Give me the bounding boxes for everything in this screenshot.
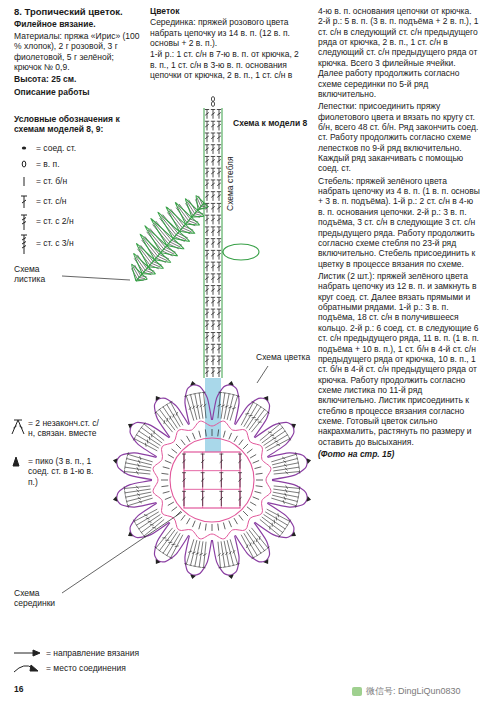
section-heading: Описание работы (14, 87, 142, 97)
photo-reference: (Фото на стр. 15) (318, 449, 480, 459)
watermark-icon (352, 687, 362, 696)
leaf-loop (223, 244, 259, 260)
center-ring (170, 438, 254, 522)
center-stitches (182, 454, 242, 506)
chart (62, 97, 311, 593)
legend-text: = 2 незаконч.ст. с/н, связан. вместе (28, 418, 102, 439)
instruction-text: Лепестки: присоединить пряжу фиолетового… (318, 101, 480, 174)
instruction-text: Листик (2 шт.): пряжей зелёного цвета на… (318, 271, 480, 447)
stem-stitches (205, 110, 221, 378)
leaf-stitches (131, 196, 207, 281)
section-heading: Цветок (150, 6, 308, 16)
legend-text: = в. п. (36, 159, 131, 169)
legend-text: = пико (3 в. п., 1 соед. ст. в 1-ю в. п.… (28, 456, 102, 487)
leaf-outline (136, 203, 208, 281)
legend-text: = место соединения (46, 663, 156, 673)
legend-text: = ст. б/н (36, 176, 131, 186)
leader-line (62, 276, 130, 280)
height-text: Высота: 25 см. (14, 74, 142, 84)
chart-title: Схема к модели 8 (232, 118, 308, 128)
leaf-joint (222, 251, 223, 252)
legend-heading: Условные обозначения к схемам моделей 8,… (14, 114, 126, 135)
pink-scallops (153, 421, 271, 539)
arrow-head (33, 650, 40, 656)
chain-stitch (211, 102, 214, 107)
leader-line (257, 366, 268, 383)
slip-stitch-symbol (22, 146, 26, 149)
page-number: 16 (14, 684, 23, 694)
instruction-text: Серединка: пряжей розового цвета набрать… (150, 17, 308, 48)
picot-marks (113, 381, 311, 579)
watermark: 微信号: DingLiQun0830 (366, 686, 461, 697)
treble-symbol (21, 215, 27, 230)
legend-text: = соед. ст. (36, 143, 131, 153)
legend-text: = ст. с 2/н (36, 216, 131, 226)
chain-symbol (22, 161, 26, 167)
chain-stitch (211, 97, 214, 102)
petal-stitches (124, 392, 300, 568)
double-treble-symbol (21, 235, 27, 254)
single-crochet-symbol (24, 177, 25, 186)
instruction-text: 1-й р.: 1 ст. с/н в 7-ю в. п. от крючка,… (150, 49, 308, 80)
legend-text: = ст. с/н (36, 196, 131, 206)
center-grid (184, 452, 240, 508)
chart-label: Схема листика (14, 264, 62, 285)
leaf-outline (132, 196, 204, 281)
subtitle: Филейное вязание. (14, 19, 154, 29)
arrow-head (30, 665, 38, 671)
legend-text: = ст. с 3/н (36, 238, 131, 248)
chart-label: Схема цветка (255, 352, 311, 362)
leaf-midrib (136, 203, 204, 281)
chart-label: Схема серединки (14, 588, 64, 609)
leader-line (62, 512, 182, 593)
stem-edge (222, 108, 223, 378)
materials-text: Материалы: пряжа «Ирис» (100 % хлопок), … (14, 31, 142, 72)
page-title: 8. Тропический цветок. (14, 6, 154, 18)
center-grid-lines (184, 452, 240, 508)
dc2tog-symbol (12, 420, 24, 434)
picot-symbol (13, 457, 19, 466)
chart-label: Схема стебля (225, 155, 235, 212)
stem-edge (204, 108, 205, 378)
double-crochet-symbol (21, 196, 27, 208)
instruction-text: 4-ю в. п. основания цепочки от крючка. 2… (318, 6, 480, 99)
legend-text: = направление вязания (46, 648, 156, 658)
instruction-text: Стебель: пряжей зелёного цвета набрать ц… (318, 176, 480, 269)
